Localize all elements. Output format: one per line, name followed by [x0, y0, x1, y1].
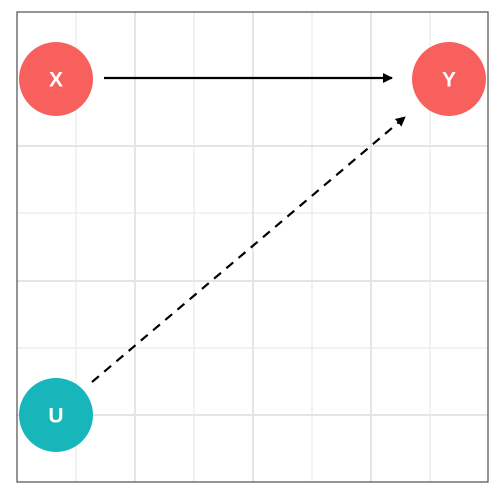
node-x-label: X	[49, 69, 63, 92]
node-u-label: U	[48, 405, 63, 428]
edges	[91, 73, 406, 383]
node-x: X	[19, 42, 93, 116]
edge-u-to-y	[91, 116, 406, 383]
node-y-label: Y	[442, 69, 456, 92]
node-y-circle	[412, 42, 486, 116]
node-x-circle	[19, 42, 93, 116]
node-u-circle	[19, 378, 93, 452]
node-u: U	[19, 378, 93, 452]
nodes: X Y U	[19, 42, 486, 452]
node-y: Y	[412, 42, 486, 116]
grid-lines	[17, 12, 488, 482]
plot-frame	[16, 11, 489, 483]
